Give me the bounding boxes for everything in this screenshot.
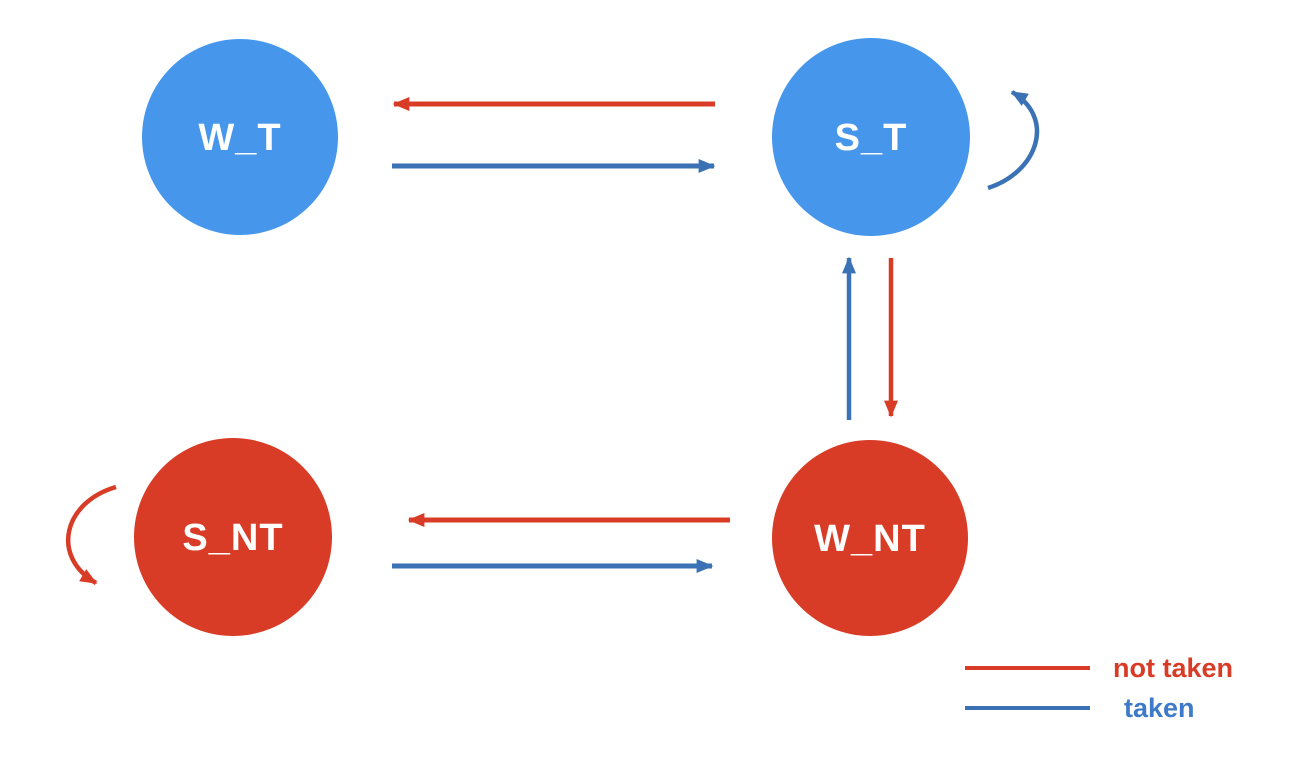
state-label-wnt: W_NT xyxy=(814,518,926,560)
state-circle-wnt xyxy=(772,440,968,636)
state-node-snt: S_NT xyxy=(134,438,332,636)
self-loop-st-taken xyxy=(987,90,1040,191)
legend-label-taken: taken xyxy=(1124,693,1195,723)
legend: not taken taken xyxy=(965,653,1233,723)
self-loop-snt-not-taken xyxy=(66,484,117,585)
state-circle-st xyxy=(772,38,970,236)
state-label-snt: S_NT xyxy=(182,517,283,559)
state-label-st: S_T xyxy=(835,117,908,159)
state-circle-snt xyxy=(134,438,332,636)
state-label-wt: W_T xyxy=(198,117,281,159)
state-circle-wt xyxy=(142,39,338,235)
state-node-wnt: W_NT xyxy=(772,440,968,636)
state-node-wt: W_T xyxy=(142,39,338,235)
legend-label-not-taken: not taken xyxy=(1113,653,1233,683)
state-node-st: S_T xyxy=(772,38,970,236)
